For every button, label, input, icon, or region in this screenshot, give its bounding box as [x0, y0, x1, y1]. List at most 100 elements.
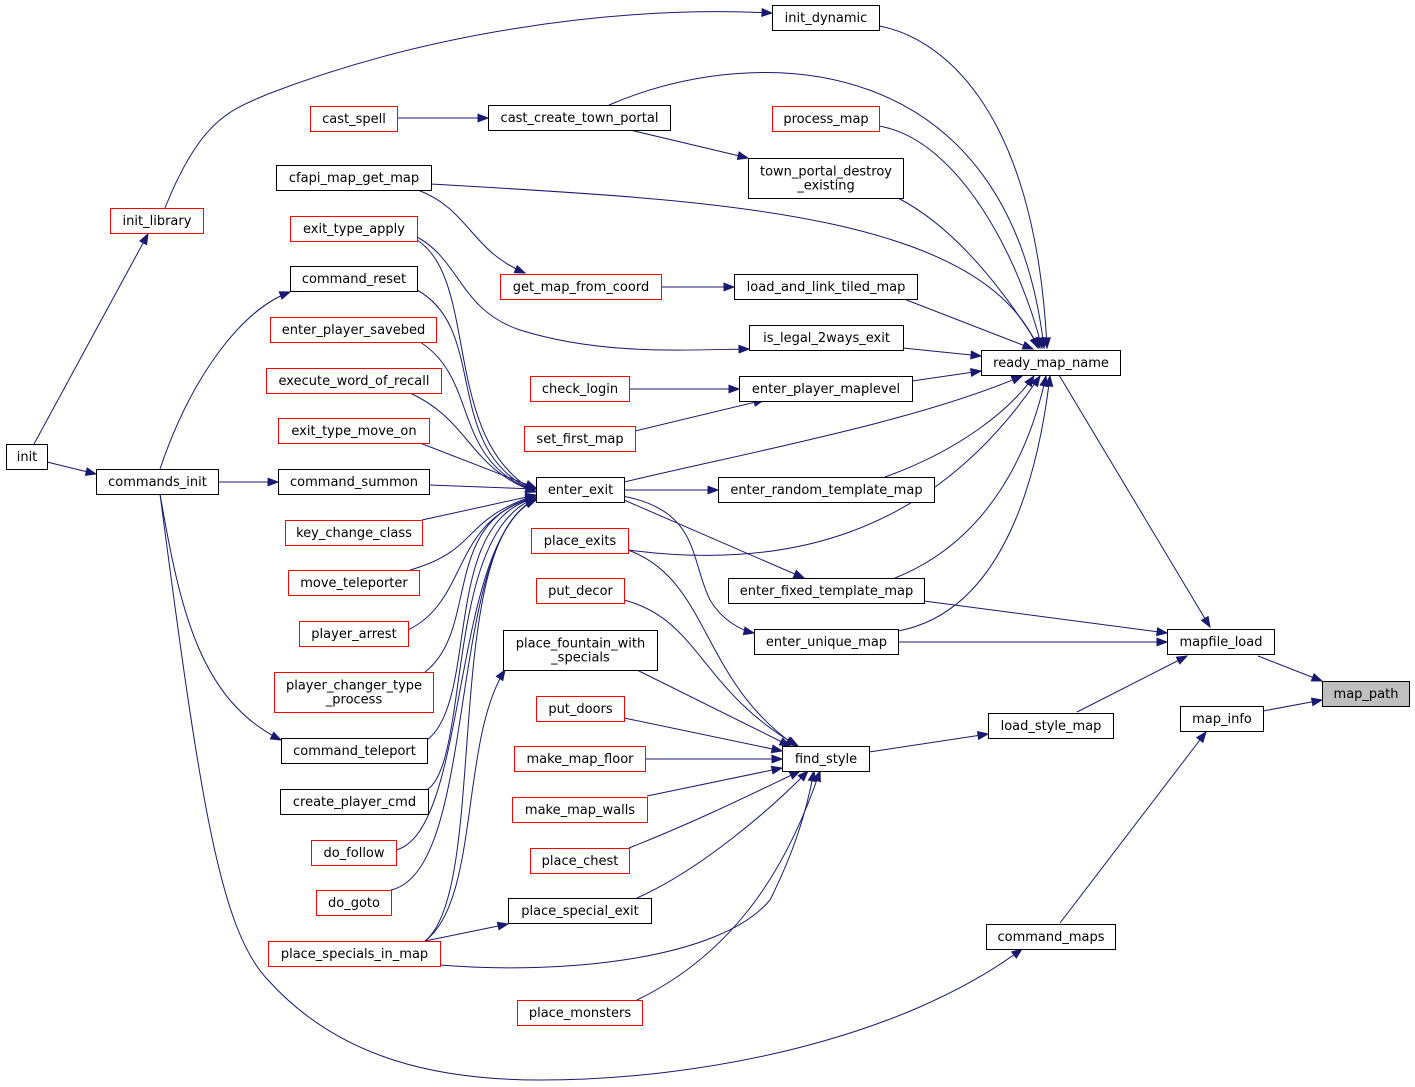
- node-set_first_map[interactable]: set_first_map: [524, 426, 636, 452]
- node-box: [508, 898, 652, 924]
- node-is_legal_2ways_exit[interactable]: is_legal_2ways_exit: [749, 325, 904, 351]
- node-label: _existing: [796, 179, 855, 194]
- edge-line: [439, 770, 815, 969]
- node-box: [536, 477, 625, 503]
- node-command_summon[interactable]: command_summon: [278, 469, 430, 495]
- edge-arrowhead: [513, 264, 527, 274]
- edge-init-to-commands_init: [46, 461, 98, 476]
- node-place_exits[interactable]: place_exits: [531, 528, 629, 554]
- node-player_changer_type_process[interactable]: player_changer_type_process: [274, 672, 434, 713]
- node-command_maps[interactable]: command_maps: [986, 924, 1116, 950]
- edge-line: [646, 767, 783, 797]
- edge-arrowhead: [1030, 374, 1041, 388]
- node-label: command_maps: [997, 930, 1104, 945]
- node-move_teleporter[interactable]: move_teleporter: [288, 570, 420, 596]
- edge-enter_unique_map-to-ready_map_name: [897, 374, 1054, 632]
- edge-arrowhead: [524, 499, 538, 509]
- edge-line: [911, 370, 982, 382]
- node-ready_map_name[interactable]: ready_map_name: [981, 350, 1121, 376]
- edge-cast_create_town_portal-to-town_portal_destroy_existing: [629, 129, 750, 160]
- node-check_login[interactable]: check_login: [530, 376, 630, 402]
- node-label: put_doors: [548, 702, 613, 717]
- node-town_portal_destroy_existing[interactable]: town_portal_destroy_existing: [748, 158, 904, 199]
- node-load_and_link_tiled_map[interactable]: load_and_link_tiled_map: [734, 274, 918, 300]
- edge-load_style_map-to-mapfile_load: [1076, 655, 1189, 713]
- node-label: ready_map_name: [993, 356, 1109, 371]
- edge-arrowhead: [770, 765, 784, 775]
- edge-line: [416, 289, 537, 493]
- node-cast_create_town_portal[interactable]: cast_create_town_portal: [488, 105, 671, 131]
- node-label: find_style: [795, 752, 857, 767]
- node-mapfile_load[interactable]: mapfile_load: [1167, 629, 1275, 655]
- edge-arrowhead: [778, 737, 792, 747]
- node-process_map[interactable]: process_map: [772, 106, 880, 132]
- node-enter_random_template_map[interactable]: enter_random_template_map: [718, 477, 935, 503]
- node-cast_spell[interactable]: cast_spell: [310, 106, 398, 132]
- node-box: [988, 713, 1114, 739]
- node-enter_exit[interactable]: enter_exit: [536, 477, 625, 503]
- node-box: [500, 274, 662, 300]
- node-make_map_walls[interactable]: make_map_walls: [512, 797, 648, 823]
- node-cfapi_map_get_map[interactable]: cfapi_map_get_map: [276, 165, 432, 191]
- edge-place_chest-to-find_style: [628, 770, 802, 849]
- node-place_special_exit[interactable]: place_special_exit: [508, 898, 652, 924]
- node-get_map_from_coord[interactable]: get_map_from_coord: [500, 274, 662, 300]
- node-make_map_floor[interactable]: make_map_floor: [514, 746, 646, 772]
- node-load_style_map[interactable]: load_style_map: [988, 713, 1114, 739]
- node-box: [739, 376, 913, 402]
- edge-line: [894, 375, 1047, 579]
- edge-line: [923, 600, 1168, 634]
- edge-place_specials_in_map-to-place_special_exit: [424, 921, 510, 942]
- node-command_teleport[interactable]: command_teleport: [281, 738, 428, 764]
- node-place_specials_in_map[interactable]: place_specials_in_map: [268, 941, 441, 967]
- node-exit_type_move_on[interactable]: exit_type_move_on: [278, 418, 430, 444]
- node-find_style[interactable]: find_style: [782, 746, 870, 772]
- node-label: move_teleporter: [300, 576, 408, 591]
- node-create_player_cmd[interactable]: create_player_cmd: [280, 789, 429, 815]
- node-do_follow[interactable]: do_follow: [311, 840, 397, 866]
- edge-line: [407, 496, 537, 631]
- node-label: make_map_walls: [525, 803, 635, 818]
- edge-line: [636, 770, 809, 899]
- node-label: command_summon: [290, 475, 418, 490]
- node-command_reset[interactable]: command_reset: [290, 266, 418, 292]
- node-put_decor[interactable]: put_decor: [536, 578, 625, 604]
- node-player_arrest[interactable]: player_arrest: [299, 621, 409, 647]
- node-execute_word_of_recall[interactable]: execute_word_of_recall: [266, 368, 442, 394]
- edge-arrowhead: [761, 7, 774, 17]
- node-enter_fixed_template_map[interactable]: enter_fixed_template_map: [728, 578, 925, 604]
- edge-line: [623, 499, 805, 579]
- node-do_goto[interactable]: do_goto: [316, 890, 392, 916]
- node-map_path[interactable]: map_path: [1322, 681, 1410, 707]
- node-enter_player_maplevel[interactable]: enter_player_maplevel: [739, 376, 913, 402]
- node-commands_init[interactable]: commands_init: [96, 469, 219, 495]
- node-init_library[interactable]: init_library: [110, 208, 204, 234]
- node-box: [110, 208, 204, 234]
- node-init_dynamic[interactable]: init_dynamic: [772, 5, 880, 31]
- node-label: enter_player_savebed: [282, 323, 425, 338]
- edge-arrowhead: [1021, 340, 1035, 350]
- node-key_change_class[interactable]: key_change_class: [285, 520, 423, 546]
- node-map_info[interactable]: map_info: [1180, 706, 1264, 732]
- node-place_monsters[interactable]: place_monsters: [517, 1000, 643, 1026]
- edge-line: [159, 493, 1023, 1081]
- node-box: [754, 629, 899, 655]
- node-box: [276, 165, 432, 191]
- node-label: execute_word_of_recall: [279, 374, 430, 389]
- node-exit_type_apply[interactable]: exit_type_apply: [290, 216, 418, 242]
- node-box: [536, 578, 625, 604]
- edge-line: [627, 549, 797, 747]
- node-put_doors[interactable]: put_doors: [536, 696, 625, 722]
- node-place_chest[interactable]: place_chest: [530, 848, 630, 874]
- edge-line: [424, 923, 509, 942]
- node-box: [728, 578, 925, 604]
- node-enter_unique_map[interactable]: enter_unique_map: [754, 629, 899, 655]
- edge-make_map_walls-to-find_style: [646, 765, 784, 797]
- node-label: mapfile_load: [1180, 635, 1263, 650]
- edge-make_map_floor-to-find_style: [645, 754, 784, 764]
- node-place_fountain_with_specials[interactable]: place_fountain_with_specials: [503, 630, 658, 671]
- node-init[interactable]: init: [6, 444, 48, 470]
- node-label: enter_player_maplevel: [752, 382, 900, 397]
- node-enter_player_savebed[interactable]: enter_player_savebed: [270, 317, 437, 343]
- node-label: key_change_class: [296, 526, 412, 541]
